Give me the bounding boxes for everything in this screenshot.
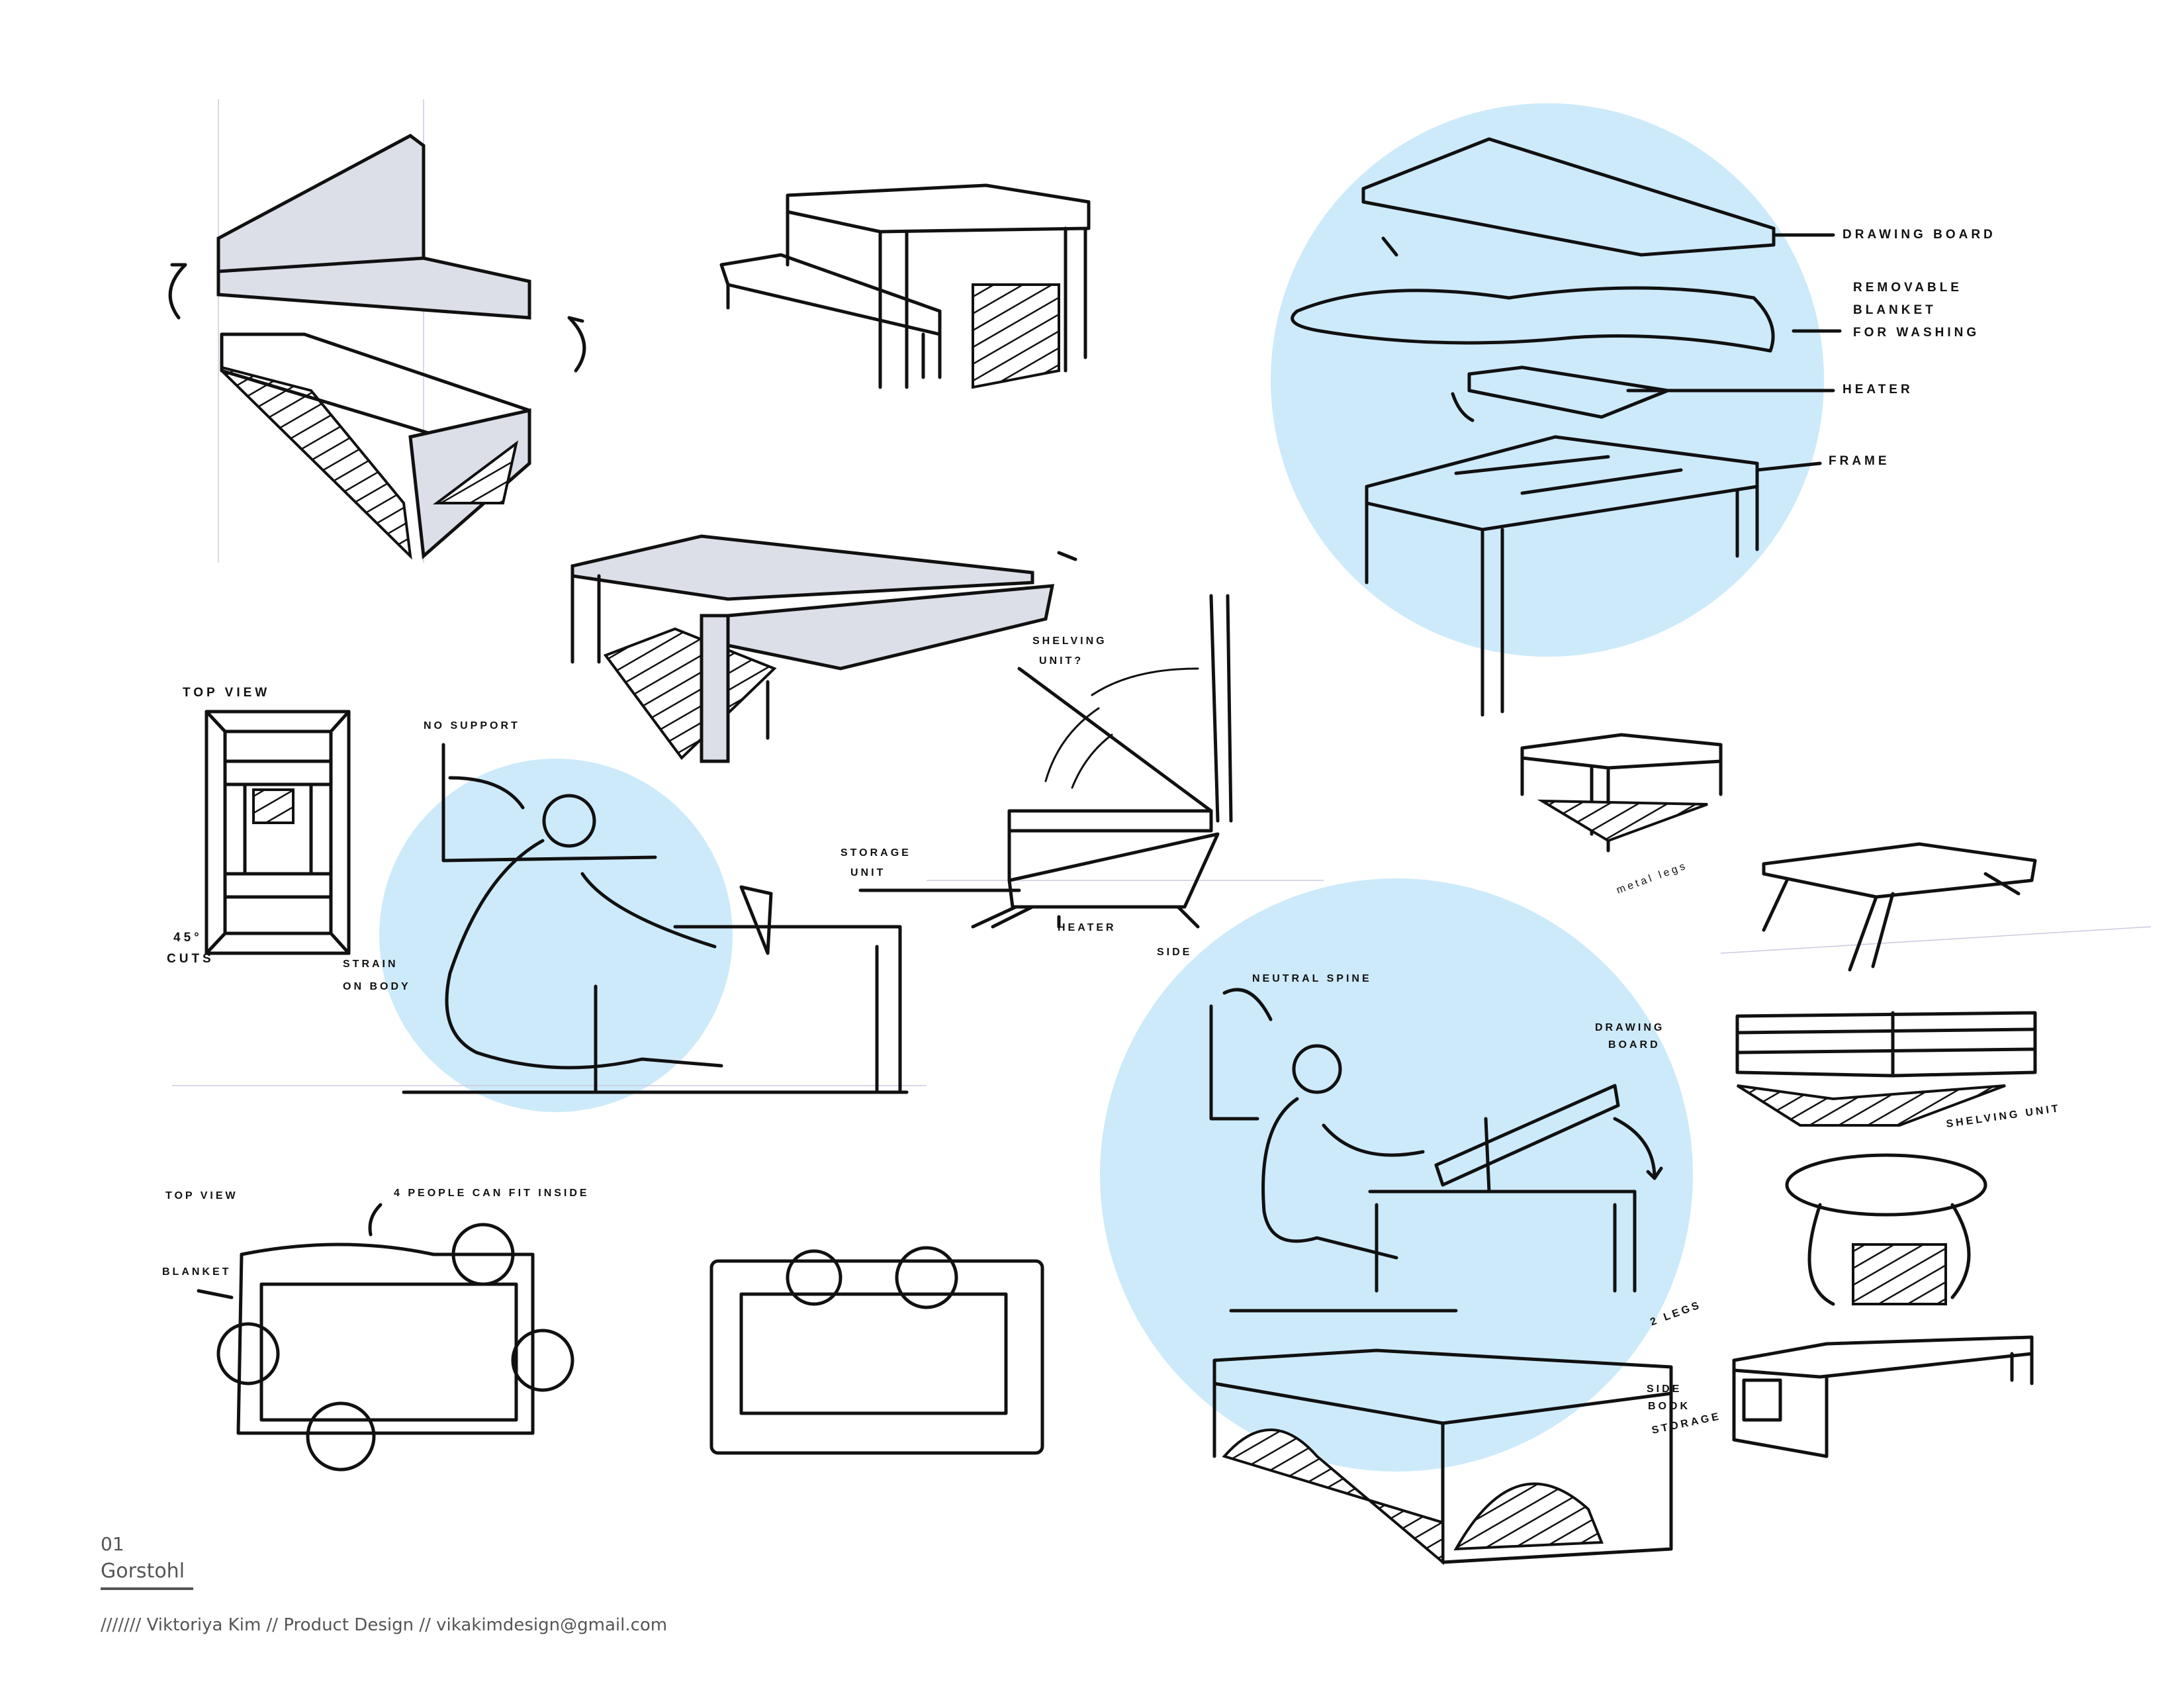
sketch-top-view-two-people [709,1246,1044,1455]
footer-credit: /////// Viktoriya Kim // Product Design … [101,1615,668,1635]
sketch-exploded-view [1291,137,1842,717]
label-storage: Storage [841,847,911,859]
label-removable-blanket-2: blanket [1853,303,1936,317]
sketch-arch-table [1212,1348,1673,1566]
project-number: 01 [101,1533,124,1555]
highlight-circle-exploded [1271,103,1824,657]
sketch-bench-book-storage [1732,1335,2034,1458]
highlight-circle-strain [379,759,733,1112]
label-neutral-spine: Neutral spine [1252,973,1372,984]
sketch-twist-frame [168,134,586,560]
project-title: Gorstohl [101,1560,185,1583]
label-four-people: 4 people can fit inside [394,1188,590,1199]
label-shelving-unit-q-2: unit? [1039,655,1084,667]
label-drawing-board-2a: Drawing [1595,1022,1665,1033]
label-side-book-1: Side [1647,1383,1682,1395]
sketch-top-view-people [197,1203,574,1472]
label-top-view: Top view [183,686,271,700]
label-on-body: on body [343,981,411,992]
sketch-side-view-storage [858,594,1233,929]
label-45-degree: 45° [173,931,203,945]
title-underline [101,1587,193,1590]
sketch-person-neutral-spine [1209,988,1663,1313]
sketch-table-angled-legs [1762,842,2037,972]
label-side: Side [1157,947,1193,958]
label-removable-blanket-3: for washing [1853,326,1980,340]
sketch-desk-drawer [570,534,1077,763]
label-side-book-2: book [1648,1401,1690,1412]
sketch-table-shelving [1735,1011,2037,1127]
construction-guides [172,99,2152,1086]
label-no-support: No support [424,720,520,731]
sketch-top-view-frame [205,710,351,955]
sketch-table-bench [719,183,1091,389]
label-heater-side: Heater [1058,922,1116,933]
label-strain: Strain [343,959,398,970]
label-drawing-board: Drawing board [1843,228,1996,242]
label-cuts: cuts [167,952,214,966]
label-frame: Frame [1829,454,1890,468]
highlight-circle-neutral [1100,878,1693,1472]
sketch-round-stool [1785,1153,1987,1306]
label-blanket: Blanket [162,1266,232,1278]
label-shelving-unit-q-1: Shelving [1032,635,1107,647]
label-top-view-2: Top view [165,1190,238,1201]
sketch-table-metal-legs [1520,733,1723,853]
label-drawing-board-2b: board [1608,1039,1661,1051]
sketch-person-strain [402,743,909,1094]
label-storage-unit: unit [850,867,886,878]
label-removable-blanket-1: Removable [1853,281,1962,295]
label-heater: Heater [1843,383,1913,397]
